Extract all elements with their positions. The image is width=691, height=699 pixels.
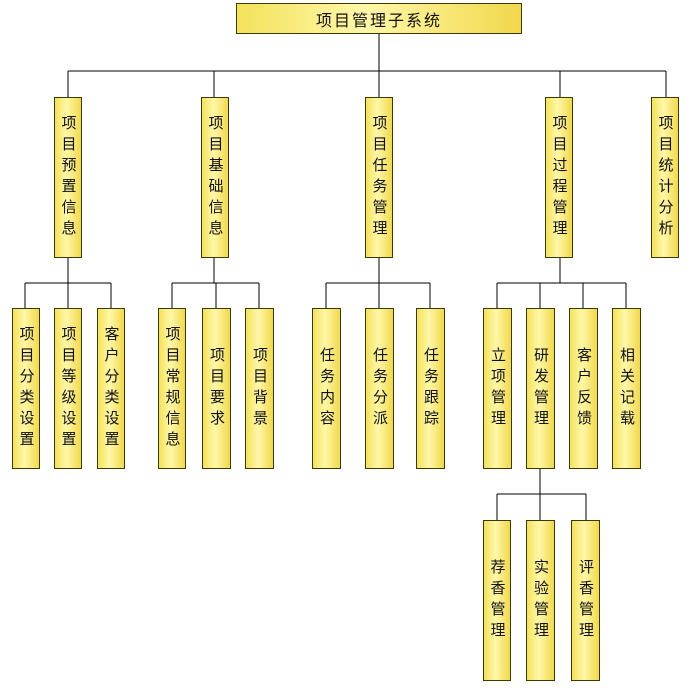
node-project-level-setting: 项目等级设置 — [54, 308, 82, 469]
node-customer-feedback: 客户反馈 — [569, 308, 598, 469]
node-rd-management: 研发管理 — [526, 308, 555, 469]
node-project-preset-info: 项目预置信息 — [54, 97, 82, 258]
node-project-category-setting: 项目分类设置 — [12, 308, 40, 469]
root-node: 项目管理子系统 — [236, 3, 522, 34]
node-project-basic-info: 项目基础信息 — [201, 97, 229, 258]
node-project-process-management: 项目过程管理 — [545, 97, 573, 258]
node-fragrance-recommendation: 荐香管理 — [483, 520, 511, 681]
node-project-task-management: 项目任务管理 — [365, 97, 393, 258]
node-fragrance-evaluation: 评香管理 — [571, 520, 600, 681]
node-task-content: 任务内容 — [312, 308, 341, 469]
node-project-statistics-analysis: 项目统计分析 — [651, 97, 679, 258]
node-experiment-management: 实验管理 — [526, 520, 555, 681]
node-task-assignment: 任务分派 — [365, 308, 394, 469]
node-related-records: 相关记载 — [612, 308, 641, 469]
node-project-general-info: 项目常规信息 — [158, 308, 186, 469]
node-customer-category-setting: 客户分类设置 — [97, 308, 125, 469]
node-task-tracking: 任务跟踪 — [416, 308, 445, 469]
node-project-initiation: 立项管理 — [483, 308, 512, 469]
node-project-background: 项目背景 — [245, 308, 274, 469]
node-project-requirements: 项目要求 — [202, 308, 231, 469]
